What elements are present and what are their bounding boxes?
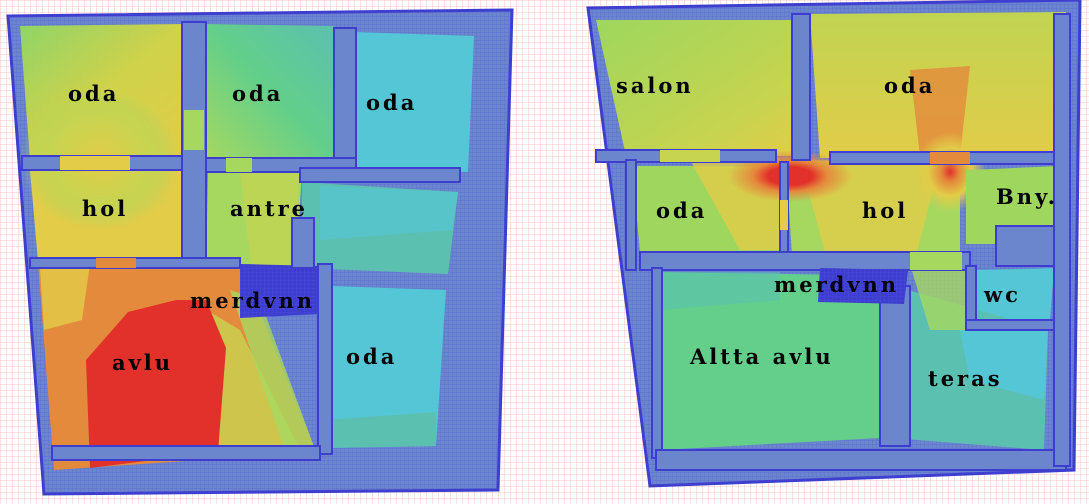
plan2-label-bny: Bny. — [996, 184, 1058, 209]
plan2-inner-walls — [595, 13, 1071, 471]
plan2-label-merdvnn: merdvnn — [774, 272, 899, 297]
plan2-label-wc: wc — [983, 282, 1021, 307]
plan1-hot-zone — [86, 300, 226, 468]
plan1-label-oda-n: oda — [232, 81, 283, 106]
plan1-label-oda-nw: oda — [68, 81, 119, 106]
plan1-label-merdvnn: merdvnn — [190, 288, 315, 313]
plan1-room-oda-ne — [356, 32, 474, 172]
floor-plan-1 — [6, 8, 514, 496]
plan2-room-salon — [596, 20, 796, 156]
plan2-label-hol: hol — [862, 198, 908, 223]
plan2-label-altta-avlu: Altta avlu — [689, 344, 834, 369]
plan1-label-hol: hol — [82, 196, 128, 221]
plan1-room-oda-n — [206, 24, 334, 160]
plan2-label-oda-n: oda — [884, 73, 935, 98]
plan1-room-oda-se — [326, 286, 446, 448]
plan2-room-bny — [966, 166, 1060, 244]
plan2-label-salon: salon — [616, 73, 694, 98]
plan2-label-teras: teras — [928, 366, 1003, 391]
plan2-label-oda-w: oda — [656, 198, 707, 223]
floor-plan-2 — [586, 0, 1082, 488]
plan1-labels: oda oda oda hol antre merdvnn avlu oda — [68, 81, 417, 375]
plan2-room-wc — [976, 268, 1054, 322]
plan2-room-altta-avlu — [660, 272, 904, 450]
plan1-label-antre: antre — [230, 196, 308, 221]
plan1-label-avlu: avlu — [112, 350, 173, 375]
plan2-labels: salon oda oda hol Bny. merdvnn wc Altta … — [616, 73, 1058, 391]
plan1-label-oda-ne: oda — [366, 90, 417, 115]
plan1-label-oda-se: oda — [346, 344, 397, 369]
